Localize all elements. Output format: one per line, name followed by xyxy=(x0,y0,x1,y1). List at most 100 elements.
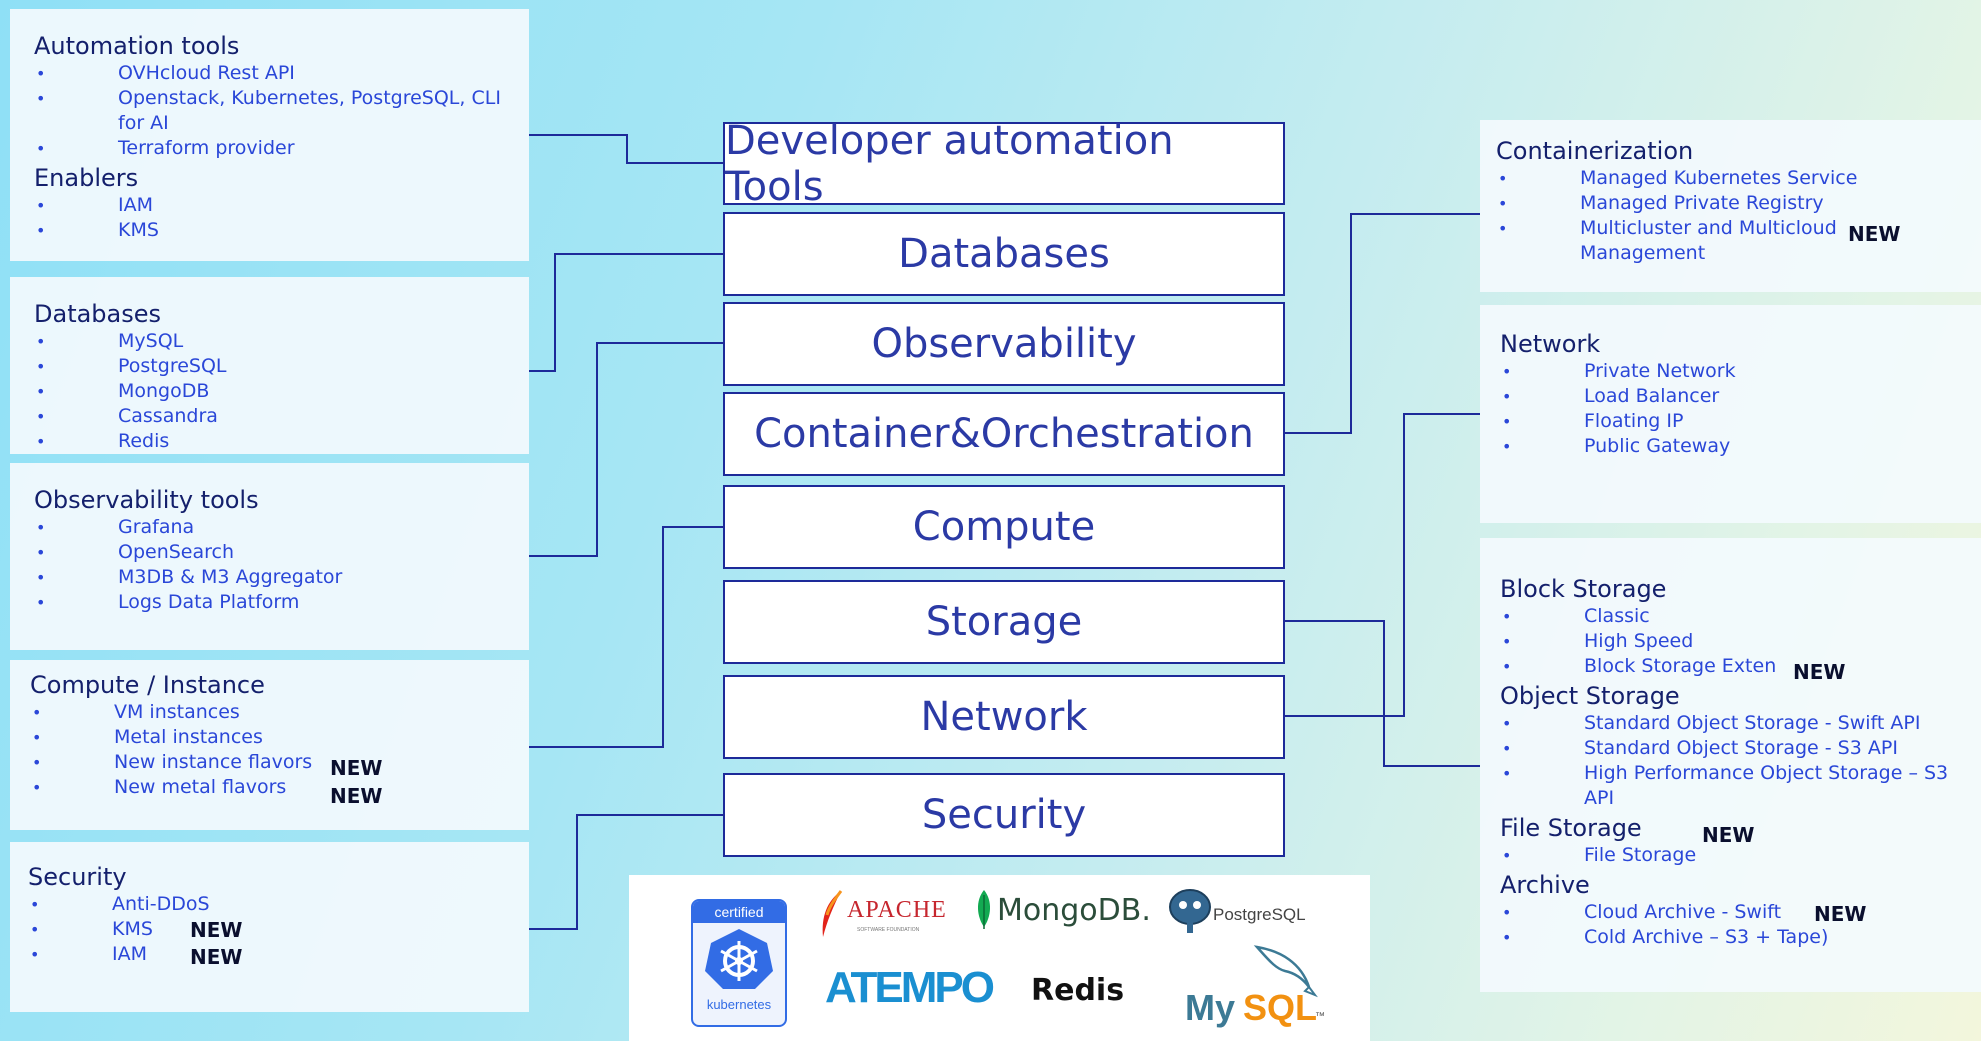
category-storage: Storage xyxy=(723,580,1285,664)
enablers-item: KMS xyxy=(34,218,505,243)
new-badge: NEW xyxy=(190,945,243,969)
containerization-item: Managed Kubernetes Service xyxy=(1496,166,1957,191)
object-storage-item: Standard Object Storage - Swift API xyxy=(1500,711,1957,736)
mongodb-leaf-icon xyxy=(977,890,991,929)
network-item: Load Balancer xyxy=(1500,384,1957,409)
automation-item: Openstack, Kubernetes, PostgreSQL, CLI xyxy=(34,86,505,111)
atempo-text: ATEMPO xyxy=(825,963,995,1012)
connector-network xyxy=(1285,413,1480,717)
observability-heading: Observability tools xyxy=(34,486,259,514)
block-storage-item: Block Storage Exten xyxy=(1500,654,1957,679)
enablers-item: IAM xyxy=(34,193,505,218)
automation-item: Terraform provider xyxy=(34,136,505,161)
new-badge: NEW xyxy=(1702,823,1755,847)
file-storage-item: File Storage xyxy=(1500,843,1957,868)
compute-panel: Compute / Instance VM instances Metal in… xyxy=(10,660,529,830)
containerization-heading: Containerization xyxy=(1496,137,1694,165)
network-heading: Network xyxy=(1500,330,1601,358)
new-badge: NEW xyxy=(1793,660,1846,684)
network-item: Private Network xyxy=(1500,359,1957,384)
object-storage-heading: Object Storage xyxy=(1500,682,1680,710)
security-item: KMS xyxy=(28,917,505,942)
new-badge: NEW xyxy=(190,918,243,942)
block-storage-heading: Block Storage xyxy=(1500,575,1667,603)
automation-heading: Automation tools xyxy=(34,32,240,60)
object-storage-item: Standard Object Storage - S3 API xyxy=(1500,736,1957,761)
kubernetes-certified-logo: certified kubernetes xyxy=(691,899,787,1027)
mysql-sql-text: SQL xyxy=(1243,987,1318,1028)
compute-item: VM instances xyxy=(30,700,505,725)
block-storage-item: High Speed xyxy=(1500,629,1957,654)
apache-feather-icon xyxy=(822,890,843,937)
compute-item: Metal instances xyxy=(30,725,505,750)
atempo-logo: ATEMPO xyxy=(825,963,995,1017)
observability-item: Grafana xyxy=(34,515,505,540)
containerization-panel: Containerization Managed Kubernetes Serv… xyxy=(1480,120,1981,292)
connector-compute xyxy=(529,526,723,748)
mysql-dolphin-icon xyxy=(1253,945,1318,998)
databases-item: Redis xyxy=(34,429,505,454)
automation-item-continued: for AI xyxy=(118,112,169,134)
observability-item: M3DB & M3 Aggregator xyxy=(34,565,505,590)
block-storage-item: Classic xyxy=(1500,604,1957,629)
security-item: IAM xyxy=(28,942,505,967)
observability-panel: Observability tools Grafana OpenSearch M… xyxy=(10,463,529,650)
databases-item: MongoDB xyxy=(34,379,505,404)
category-developer-automation-tools: Developer automation Tools xyxy=(723,118,1285,210)
compute-heading: Compute / Instance xyxy=(30,671,265,699)
automation-item: OVHcloud Rest API xyxy=(34,61,505,86)
mongodb-text: MongoDB. xyxy=(997,893,1151,928)
apache-subtext: SOFTWARE FOUNDATION xyxy=(857,927,920,933)
connector-automation xyxy=(529,134,723,164)
mysql-my-text: My xyxy=(1185,987,1236,1028)
postgresql-text: PostgreSQL xyxy=(1213,905,1306,924)
databases-item: MySQL xyxy=(34,329,505,354)
archive-item: Cloud Archive - Swift xyxy=(1500,900,1957,925)
network-panel: Network Private Network Load Balancer Fl… xyxy=(1480,305,1981,523)
new-badge: NEW xyxy=(330,784,383,808)
file-storage-heading: File Storage xyxy=(1500,814,1642,842)
containerization-item: Multicluster and Multicloud xyxy=(1496,216,1957,241)
security-heading: Security xyxy=(28,863,127,891)
apache-text: APACHE xyxy=(847,897,947,923)
connector-storage xyxy=(1285,620,1480,767)
kubernetes-label: kubernetes xyxy=(706,997,772,1012)
compute-item: New metal flavors xyxy=(30,775,505,800)
security-panel: Security Anti-DDoS KMS IAM NEW NEW xyxy=(10,842,529,1012)
archive-heading: Archive xyxy=(1500,871,1590,899)
containerization-item: Managed Private Registry xyxy=(1496,191,1957,216)
postgresql-elephant-icon xyxy=(1169,889,1211,933)
automation-panel: Automation tools OVHcloud Rest API Opens… xyxy=(10,9,529,261)
network-item: Public Gateway xyxy=(1500,434,1957,459)
category-databases: Databases xyxy=(723,212,1285,296)
databases-panel: Databases MySQL PostgreSQL MongoDB Cassa… xyxy=(10,277,529,454)
postgresql-logo: PostgreSQL xyxy=(1167,887,1357,937)
mysql-tm: ™ xyxy=(1315,1011,1325,1022)
databases-item: Cassandra xyxy=(34,404,505,429)
connector-container xyxy=(1285,213,1480,434)
category-security: Security xyxy=(723,773,1285,857)
object-storage-item: High Performance Object Storage – S3 API xyxy=(1500,761,1957,811)
redis-text: Redis xyxy=(1031,973,1125,1008)
containerization-item-continued: Management xyxy=(1580,242,1706,264)
category-network: Network xyxy=(723,675,1285,759)
new-badge: NEW xyxy=(1814,902,1867,926)
observability-item: OpenSearch xyxy=(34,540,505,565)
kubernetes-helm-icon xyxy=(705,929,773,989)
enablers-heading: Enablers xyxy=(34,164,139,192)
category-compute: Compute xyxy=(723,485,1285,569)
category-observability: Observability xyxy=(723,302,1285,386)
observability-item: Logs Data Platform xyxy=(34,590,505,615)
network-item: Floating IP xyxy=(1500,409,1957,434)
category-container-orchestration: Container&Orchestration xyxy=(723,392,1285,476)
databases-heading: Databases xyxy=(34,300,162,328)
apache-logo: APACHE SOFTWARE FOUNDATION xyxy=(817,889,957,939)
databases-item: PostgreSQL xyxy=(34,354,505,379)
new-badge: NEW xyxy=(330,756,383,780)
connector-observability xyxy=(529,342,723,557)
new-badge: NEW xyxy=(1848,222,1901,246)
compute-item: New instance flavors xyxy=(30,750,505,775)
redis-logo: Redis xyxy=(1031,973,1141,1013)
certified-label: certified xyxy=(693,901,785,923)
